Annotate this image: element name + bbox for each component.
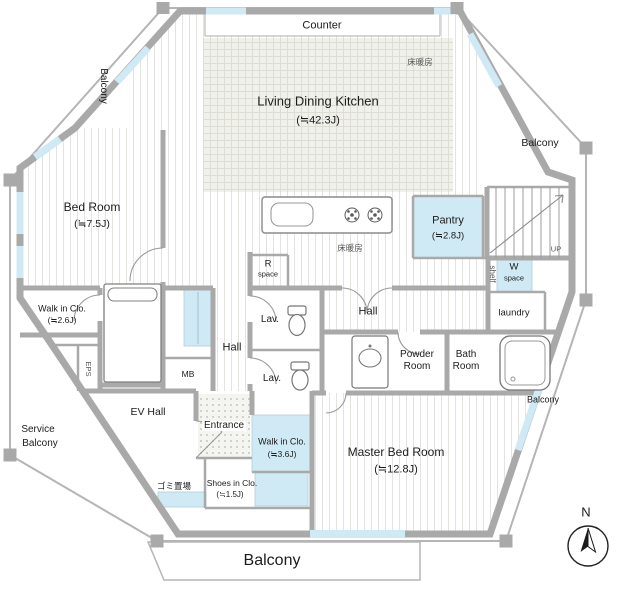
wic-center-label: Walk in Clo. [258,436,306,447]
wic-left-label: Walk in Clo. [38,303,86,314]
door-arcs [73,247,421,459]
hall-left-label: Hall [222,341,242,354]
counter-label: Counter [302,19,342,32]
lavatory-upper-label: Lav. [260,314,280,325]
wic-left-size-label: (≒2.6J) [47,314,77,325]
balcony-top-left-label: Balcony [98,68,109,104]
pantry-room [412,195,484,259]
floor-heating-label: 床暖房 [407,56,433,67]
walk-in-closet-center-room [251,414,313,473]
powder-room-label2: Room [403,361,431,372]
stairs-up-label: UP [550,244,562,254]
mb-label: MB [181,368,195,379]
bath-room-label2: Room [452,361,480,372]
stove-icon [344,207,383,223]
compass-icon [567,525,609,567]
master-bedroom-label: Master Bed Room [347,445,445,459]
service-balcony-label2: Balcony [22,438,58,449]
entrance-label: Entrance [201,420,247,431]
balcony-right-label: Balcony [521,136,559,149]
r-space-word-label: space [257,269,279,279]
toilet-icon [287,305,307,337]
w-space-label: W [509,261,519,273]
bed-icon [103,283,162,383]
pantry-size-label: (≒2.8J) [431,230,465,242]
stairs-icon [489,187,564,258]
shoes-closet-room [254,471,309,507]
hall-right-label: Hall [358,305,378,318]
eps-label: EPS [83,361,93,377]
washbasin-icon [351,335,389,389]
bedroom-label: Bed Room [63,200,121,214]
bathtub-icon [499,335,551,391]
garbage-area [157,491,207,508]
lavatory-lower-label: Lav. [262,373,282,384]
balcony-bottom-label: Balcony [243,552,301,569]
balcony-bottom-right-label: Balcony [526,394,560,405]
shoes-closet-size-label: (≒1.5J) [216,490,244,499]
ev-hall-label: EV Hall [130,405,166,418]
service-balcony-label: Service [21,424,55,435]
bedroom-size-label: (≒7.5J) [74,217,110,230]
laundry-label: laundry [498,307,530,319]
floor-heating-label: 床暖房 [337,242,363,253]
w-space-word-label: space [503,273,525,283]
shelf-label: shelf [488,265,497,283]
pantry-label: Pantry [432,214,464,227]
w-space-room [496,257,533,293]
garbage-label: ゴミ置場 [156,480,192,491]
shoes-closet-label: Shoes in Clo. [206,477,258,488]
kitchen-island-icon [261,196,393,234]
bottom-balcony-outline [146,541,421,581]
bath-room-label: Bath [455,349,477,360]
wic-center-size-label: (≒3.6J) [267,448,297,459]
toilet-icon [290,361,310,391]
ldk-room-label: Living Dining Kitchen [257,93,379,109]
sink-icon [270,202,314,227]
powder-room-label: Powder [400,349,434,360]
ldk-size-label: (≒42.3J) [296,114,340,127]
interior-walls [20,14,572,534]
master-bedroom-size-label: (≒12.8J) [374,463,418,476]
pillar-blocks [3,2,593,548]
r-space-label: R [264,258,272,270]
north-label: N [581,504,591,520]
